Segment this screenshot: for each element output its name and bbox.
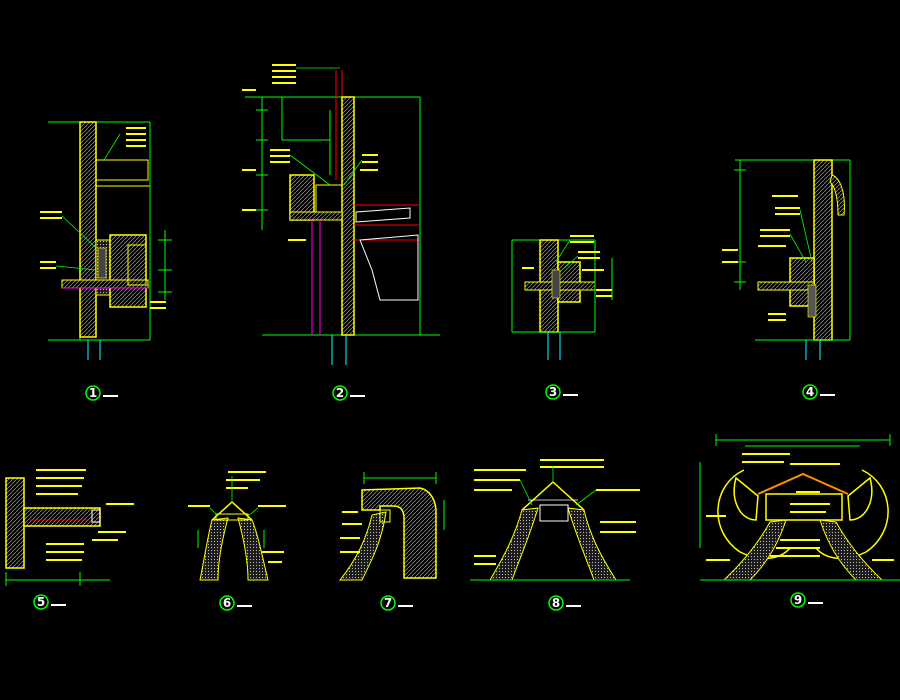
- detail-2-section: [242, 64, 440, 365]
- detail-number: 2: [336, 386, 344, 400]
- detail-3-section: [511, 235, 613, 360]
- detail-number: 6: [223, 596, 231, 610]
- detail-label-9: 9: [790, 592, 823, 608]
- detail-label-6: 6: [219, 595, 252, 611]
- detail-5-section: [5, 469, 134, 586]
- detail-8-section: [470, 459, 640, 581]
- detail-number: 9: [794, 593, 802, 607]
- detail-number: 5: [37, 595, 45, 609]
- detail-label-8: 8: [548, 595, 581, 611]
- detail-9-section: [699, 434, 900, 581]
- detail-label-7: 7: [380, 595, 413, 611]
- detail-label-1: 1: [85, 385, 118, 401]
- detail-label-2: 2: [332, 385, 365, 401]
- detail-number: 8: [552, 596, 560, 610]
- detail-label-5: 5: [33, 594, 66, 610]
- detail-7-section: [338, 472, 445, 581]
- detail-6-section: [188, 471, 286, 581]
- detail-label-4: 4: [802, 384, 835, 400]
- detail-number: 3: [549, 385, 557, 399]
- detail-4-section: [722, 159, 851, 360]
- detail-number: 1: [89, 386, 97, 400]
- detail-number: 4: [806, 385, 814, 399]
- detail-1-section: [40, 121, 172, 360]
- detail-label-3: 3: [545, 384, 578, 400]
- detail-number: 7: [384, 596, 392, 610]
